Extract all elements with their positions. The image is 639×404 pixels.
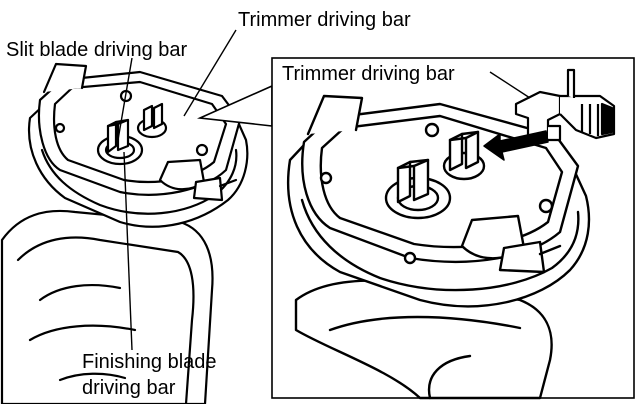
insert-direction-arrow-icon — [483, 130, 549, 161]
label-trimmer-driving-bar: Trimmer driving bar — [238, 9, 411, 31]
label-slit-blade-driving-bar: Slit blade driving bar — [6, 39, 188, 61]
trimmer-driving-bar-part — [514, 68, 616, 144]
label-finishing-blade-line2: driving bar — [82, 377, 176, 399]
left-leader-lines — [117, 29, 237, 351]
label-finishing-blade-line1: Finishing blade — [82, 351, 217, 373]
left-shaver-handle-inner — [16, 236, 195, 404]
label-inset-trimmer-driving-bar: Trimmer driving bar — [282, 63, 455, 85]
left-shaver — [0, 62, 249, 404]
inset-leader-line — [489, 71, 531, 99]
